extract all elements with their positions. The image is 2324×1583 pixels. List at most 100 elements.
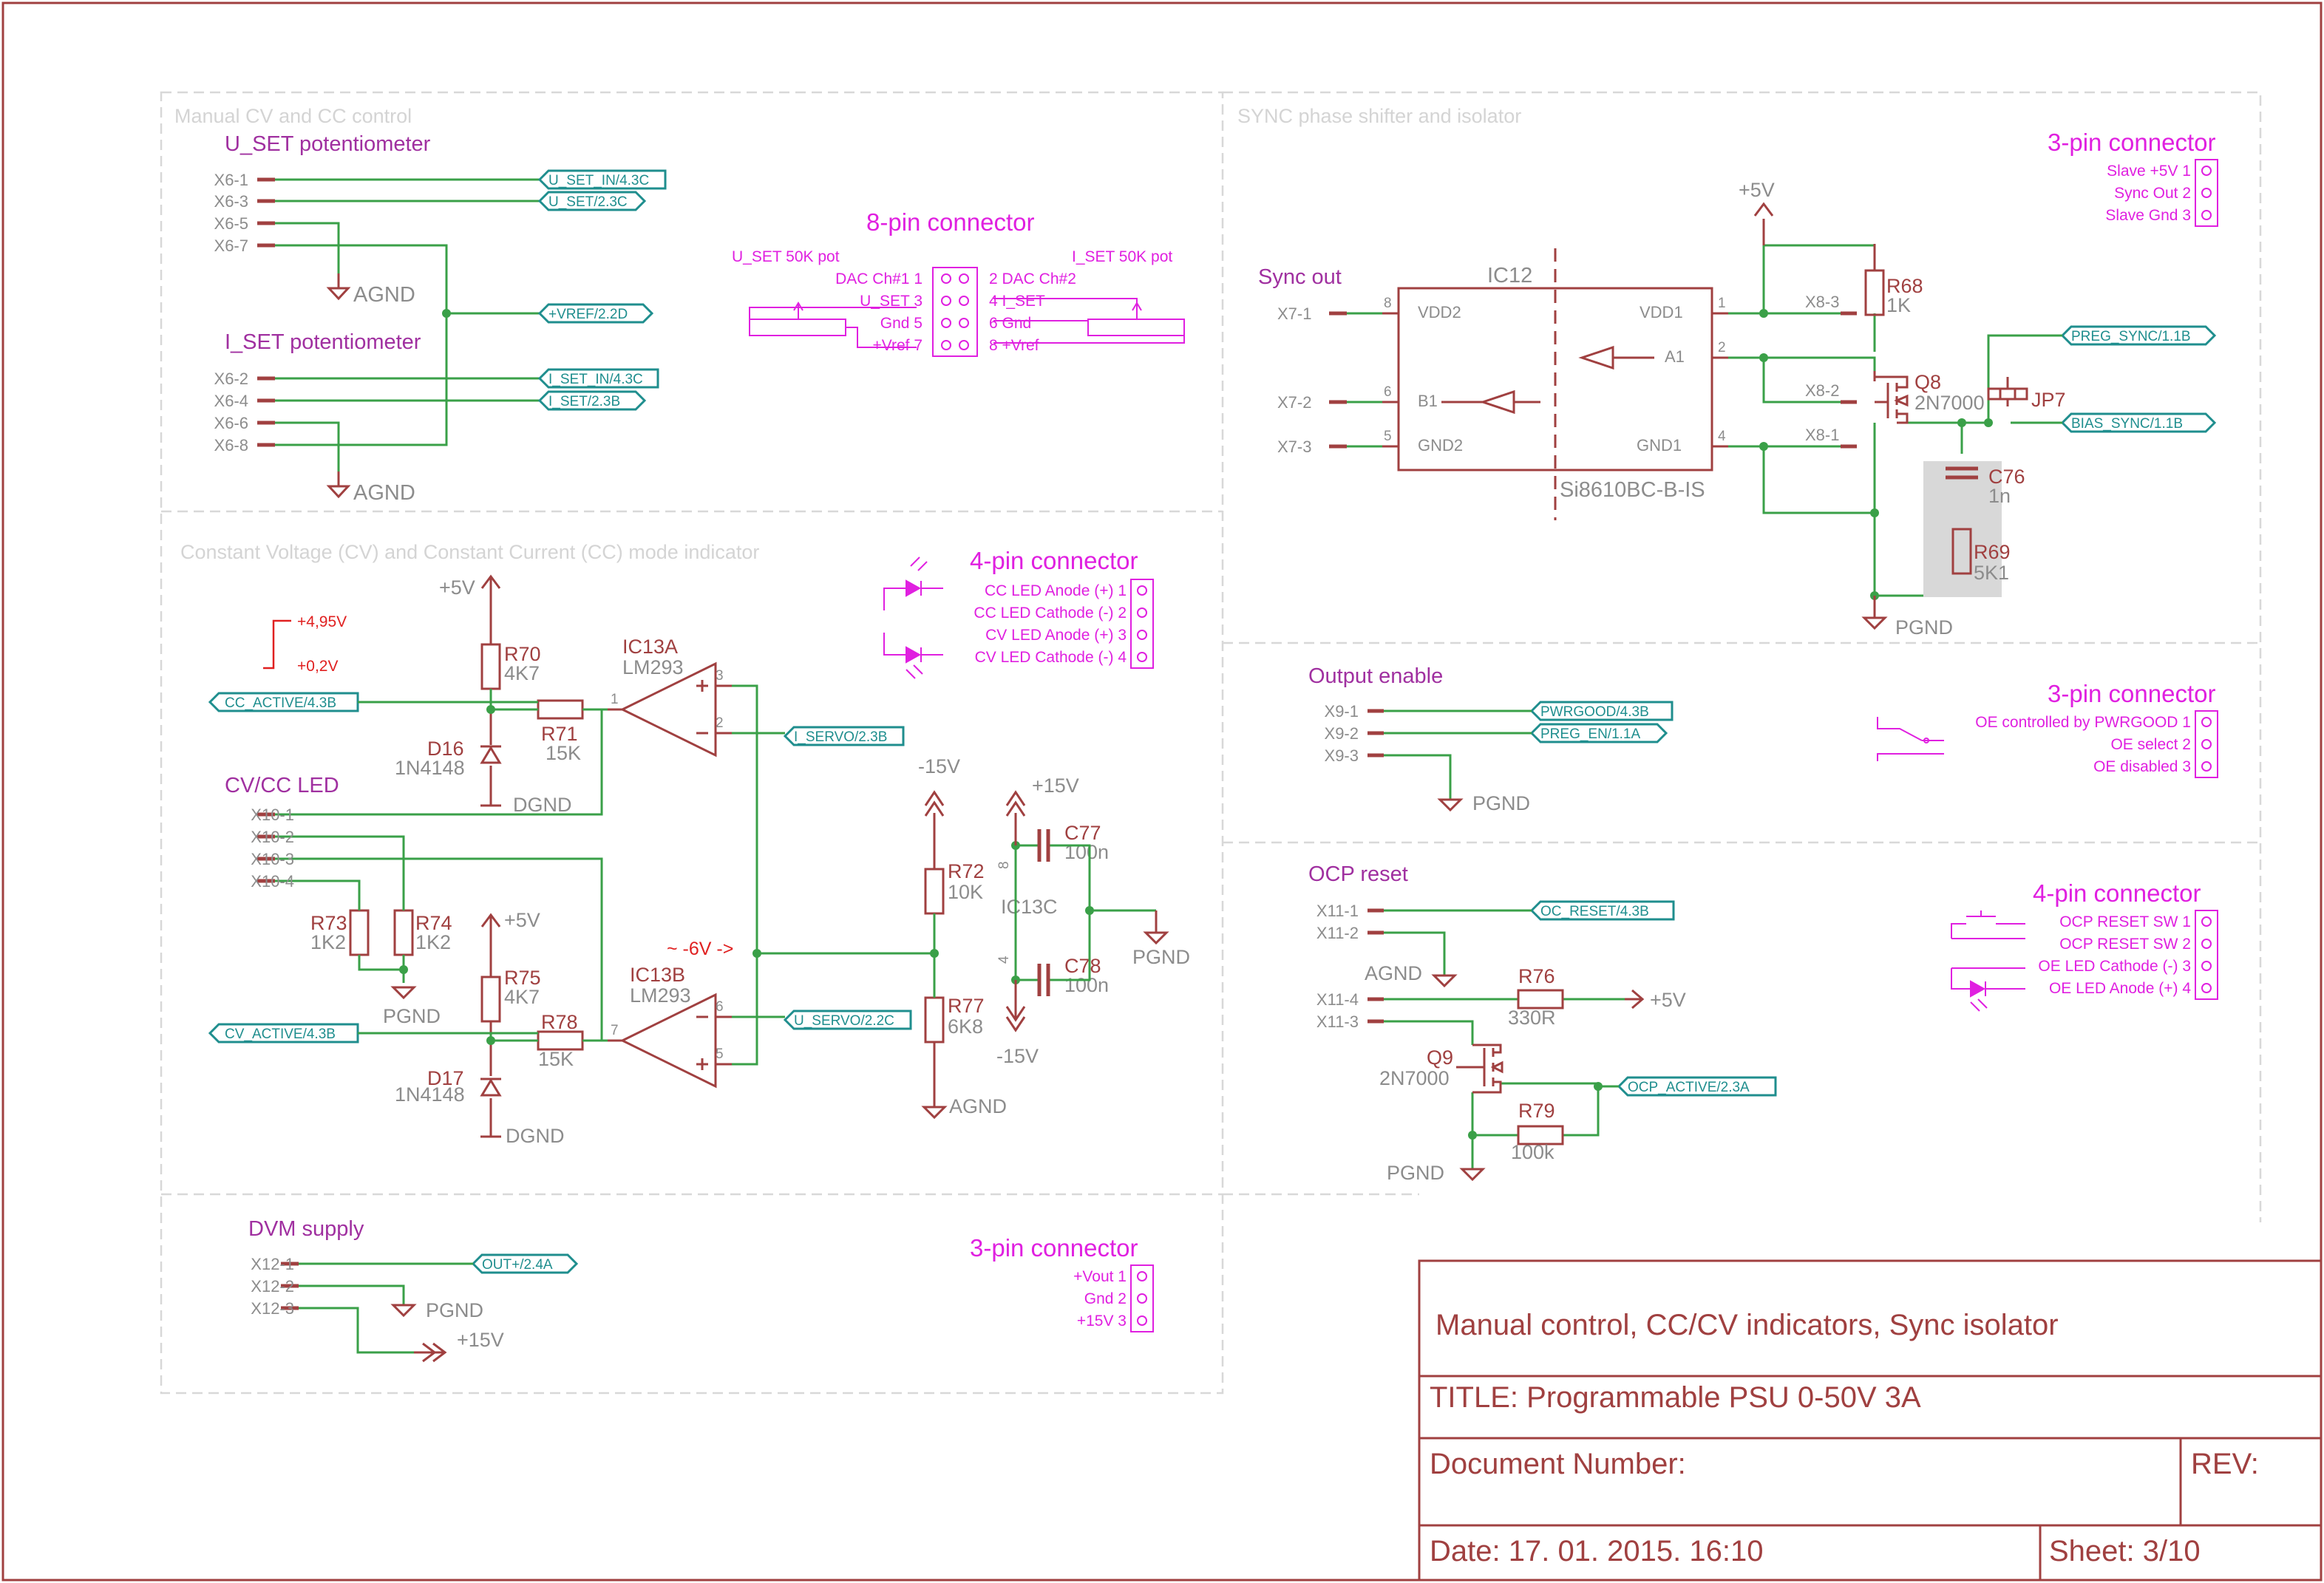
pin-x10-3: X10-3 [251, 850, 294, 868]
three-pin-dvm-3: +15V 3 [1077, 1313, 1127, 1330]
r73-val: 1K2 [310, 931, 346, 953]
net-out-plus: OUT+/2.4A [482, 1257, 553, 1273]
pin-x6-2: X6-2 [214, 370, 248, 388]
three-pin-oe-title: 3-pin connector [2048, 680, 2215, 707]
pin-x11-4: X11-4 [1316, 990, 1359, 1009]
net-u-set-in: U_SET_IN/4.3C [548, 173, 649, 188]
pin-x6-3: X6-3 [214, 192, 248, 211]
title-block-date: Date: 17. 01. 2015. 16:10 [1430, 1535, 1763, 1567]
r72-val: 10K [948, 881, 983, 903]
eight-pin-left-4: +Vref 7 [872, 337, 923, 354]
opamp-pin-6: 6 [716, 999, 724, 1015]
pin-x9-3: X9-3 [1325, 746, 1359, 765]
pin-x9-2: X9-2 [1325, 724, 1359, 743]
d17-ref: D17 [427, 1067, 464, 1089]
four-pin-ocp-4: OE LED Anode (+) 4 [2049, 980, 2191, 997]
r70-ref: R70 [504, 643, 541, 665]
three-pin-oe-1: OE controlled by PWRGOOD 1 [1975, 714, 2191, 731]
ic12-vdd2: VDD2 [1418, 303, 1461, 321]
pin-x11-3: X11-3 [1316, 1012, 1359, 1031]
ic12-a1: A1 [1665, 347, 1685, 366]
dvm-supply-label: DVM supply [248, 1217, 364, 1241]
u-pot-caption: U_SET 50K pot [732, 248, 840, 265]
d16-val: 1N4148 [395, 757, 465, 779]
three-pin-oe-3: OE disabled 3 [2093, 758, 2191, 775]
net-bias-sync: BIAS_SYNC/1.1B [2071, 416, 2183, 432]
ic12-gnd1: GND1 [1637, 436, 1682, 455]
r76-ref: R76 [1518, 965, 1555, 987]
net-cc-active: CC_ACTIVE/4.3B [225, 695, 336, 711]
section-title-indicator: Constant Voltage (CV) and Constant Curre… [180, 541, 759, 563]
ic12-vdd1: VDD1 [1640, 303, 1683, 321]
eight-pin-right-3: 6 Gnd [989, 315, 1031, 332]
ic12-pin2: 2 [1718, 340, 1726, 355]
c77-ref: C77 [1064, 822, 1101, 844]
ic12-pin5: 5 [1384, 429, 1392, 444]
agnd-label-3: AGND [949, 1095, 1007, 1117]
r77-val: 6K8 [948, 1015, 983, 1038]
p5v-label-sync: +5V [1739, 179, 1775, 201]
pgnd-label-oe: PGND [1472, 792, 1530, 814]
p15v-label-dvm: +15V [457, 1329, 504, 1351]
pin-x10-1: X10-1 [251, 806, 294, 824]
p5v-label-ocp: +5V [1650, 989, 1686, 1011]
i-pot-caption: I_SET 50K pot [1072, 248, 1172, 265]
pin-x12-2: X12-2 [251, 1277, 294, 1296]
agnd-label-ocp: AGND [1365, 962, 1422, 984]
ic13a-val: LM293 [622, 656, 684, 678]
ocp-section: X11-1 X11-2 X11-4 X11-3 R76 Q9 R79 [1316, 879, 2218, 1184]
opamp-pin-7: 7 [611, 1023, 619, 1038]
ic12-b1: B1 [1418, 392, 1438, 410]
ic12-pin6: 6 [1384, 384, 1392, 400]
r75-val: 4K7 [504, 986, 540, 1008]
c78-ref: C78 [1064, 955, 1101, 977]
pin-x9-1: X9-1 [1325, 702, 1359, 721]
pin-x6-8: X6-8 [214, 436, 248, 455]
four-pin-ocp-1: OCP RESET SW 1 [2059, 913, 2191, 930]
r71-val: 15K [546, 742, 581, 764]
net-preg-en: PREG_EN/1.1A [1540, 726, 1640, 742]
title-block-sheet: Sheet: 3/10 [2049, 1535, 2201, 1567]
opamp-pin-1: 1 [611, 692, 619, 707]
dgnd-label-1: DGND [513, 794, 572, 816]
pin-x7-1: X7-1 [1277, 304, 1311, 323]
opamp-pin-4: 4 [996, 956, 1012, 964]
ic13c-ref: IC13C [1001, 896, 1058, 918]
pin-x8-1: X8-1 [1805, 426, 1839, 444]
dvm-section: X12-1 X12-2 X12-3 PGND +15V 3-pin connec… [251, 1234, 1154, 1363]
r68-ref: R68 [1886, 275, 1923, 297]
r73-ref: R73 [310, 912, 347, 934]
eight-pin-right-2: 4 I_SET [989, 293, 1045, 310]
three-pin-sync-1: Slave +5V 1 [2107, 163, 2191, 180]
title-block: Manual control, CC/CV indicators, Sync i… [1418, 1259, 2323, 1582]
title-block-subtitle: Manual control, CC/CV indicators, Sync i… [1435, 1309, 2059, 1341]
ic12-val: Si8610BC-B-IS [1560, 478, 1705, 502]
r72-ref: R72 [948, 860, 985, 882]
net-u-set: U_SET/2.3C [548, 194, 628, 210]
ic12-pin4: 4 [1718, 429, 1726, 444]
net-pwrgood: PWRGOOD/4.3B [1540, 704, 1649, 720]
pin-x6-5: X6-5 [214, 214, 248, 233]
pgnd-label-sync: PGND [1895, 616, 1953, 639]
net-preg-sync: PREG_SYNC/1.1B [2071, 329, 2191, 344]
r74-val: 1K2 [415, 931, 451, 953]
three-pin-sync-title: 3-pin connector [2048, 129, 2215, 156]
output-enable-section: X9-1 X9-2 X9-3 PGND 3-pin connector OE c… [1325, 680, 2218, 814]
pgnd-label-ocp: PGND [1387, 1162, 1444, 1184]
net-vref: +VREF/2.2D [548, 307, 628, 322]
ic13b-val: LM293 [630, 984, 691, 1007]
annotation-m6v: ~ -6V -> [667, 939, 733, 959]
ocp-reset-label: OCP reset [1308, 862, 1408, 886]
indicator-section: +4,95V +0,2V ~ -6V -> +5V +5V DGND DGND … [251, 574, 1190, 1147]
r69-ref: R69 [1974, 541, 2011, 563]
m15v-label-2: -15V [996, 1045, 1039, 1067]
r77-ref: R77 [948, 995, 985, 1017]
eight-pin-left-2: U_SET 3 [860, 293, 923, 310]
r79-val: 100k [1511, 1141, 1555, 1163]
ic12-pin8: 8 [1384, 296, 1392, 311]
c76-val: 1n [1988, 485, 2011, 507]
net-i-servo: I_SERVO/2.3B [794, 729, 887, 745]
three-pin-oe-2: OE select 2 [2110, 736, 2191, 753]
